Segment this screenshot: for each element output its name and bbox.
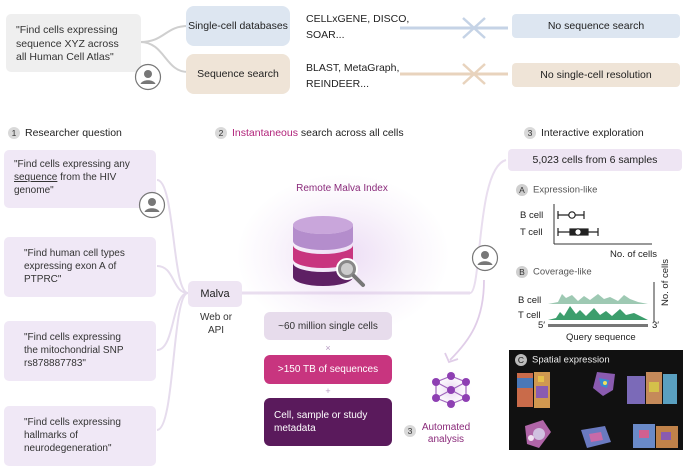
index-sequences: >150 TB of sequences	[264, 355, 392, 384]
top-query: "Find cells expressing sequence XYZ acro…	[6, 14, 141, 72]
top-connectors	[139, 17, 508, 85]
panel-b-end: 3′	[652, 320, 660, 331]
panel-b-plot	[548, 282, 655, 327]
panel-a-xlabel: No. of cells	[610, 249, 657, 260]
panel-b-coverage-t	[548, 306, 648, 320]
single-cell-db-category: Single-cell databases	[186, 6, 290, 46]
spatial-tissue-images	[517, 372, 678, 448]
panel-b-sequence-bar	[548, 324, 648, 327]
tissue-3	[627, 372, 677, 404]
cross-icon-1	[462, 17, 486, 39]
question-hiv: "Find cells expressing any sequence from…	[4, 150, 156, 208]
malva-node: Malva	[188, 281, 242, 307]
malva-access: Web or API	[199, 312, 233, 336]
tissue-5	[581, 426, 611, 448]
tissue-6	[633, 424, 678, 448]
researcher-avatar-icon-3	[471, 244, 499, 272]
sequence-search-tools: BLAST, MetaGraph, REINDEER...	[306, 62, 400, 90]
panel-a-row-b: B cell	[520, 210, 544, 221]
researcher-avatar-icon	[134, 63, 162, 91]
panel-b-start: 5′	[538, 320, 546, 331]
index-times: ×	[325, 343, 331, 353]
panel-a-row-t: T cell	[520, 227, 543, 238]
panel-b-row-b: B cell	[518, 295, 542, 306]
panel-b-ylabel: No. of cells	[660, 259, 671, 306]
panel-a-plot	[553, 204, 652, 245]
tissue-1	[517, 372, 550, 408]
index-cells: ~60 million single cells	[264, 312, 392, 340]
question-ptprc: "Find human cell types expressing exon A…	[4, 237, 156, 297]
cross-icon-2	[462, 63, 486, 85]
flow-connectors	[156, 159, 507, 431]
network-icon	[428, 367, 474, 413]
question-neuro: "Find cells expressing hallmarks of neur…	[4, 406, 156, 466]
single-cell-db-result: No sequence search	[512, 14, 680, 38]
tissue-2	[593, 372, 615, 396]
question-snp: "Find cells expressing the mitochondrial…	[4, 321, 156, 381]
database-icon	[293, 216, 365, 287]
panel-a-whisker-t	[557, 228, 599, 236]
researcher-avatar-icon-2	[138, 191, 166, 219]
sequence-search-result: No single-cell resolution	[512, 63, 680, 87]
automated-label: Automated analysis	[421, 422, 471, 445]
panel-b-xlabel: Query sequence	[566, 332, 636, 343]
panel-b-row-t: T cell	[518, 310, 541, 321]
results-summary: 5,023 cells from 6 samples	[508, 149, 682, 171]
tissue-4	[525, 420, 551, 448]
sequence-search-category: Sequence search	[186, 54, 290, 94]
panel-b-coverage-b	[548, 294, 648, 304]
index-title: Remote Malva Index	[296, 183, 388, 194]
single-cell-db-tools: CELLxGENE, DISCO, SOAR...	[306, 13, 410, 41]
panel-a-whisker-b	[557, 211, 585, 219]
index-metadata: Cell, sample or study metadata	[264, 398, 392, 446]
index-plus: +	[325, 386, 331, 396]
automated-num: 3	[404, 422, 421, 440]
